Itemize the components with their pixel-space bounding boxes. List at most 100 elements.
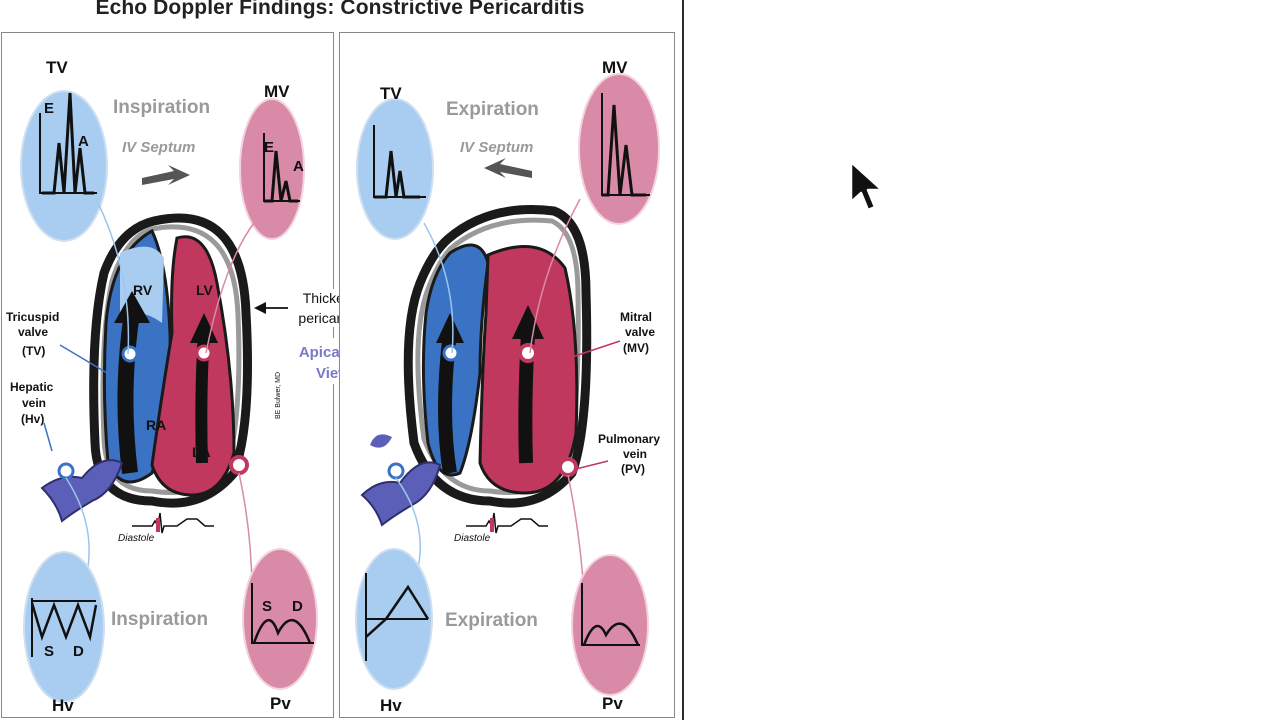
author-signature: BE Bulwer, MD (275, 372, 282, 419)
ecg-trace (466, 512, 548, 534)
phase-label-top: Inspiration (113, 97, 210, 118)
phase-label-top: Expiration (446, 99, 539, 120)
tricuspid-label-3: (TV) (22, 344, 45, 358)
pulmonary-label-1: Pulmonary (598, 432, 660, 446)
expiration-diagram: TV MV Expiration IV Septum (355, 58, 660, 715)
mv-e-a-waveform (264, 150, 298, 203)
mitral-label-3: (MV) (623, 341, 649, 355)
rv-inflow-arrowhead (436, 313, 464, 343)
mv-title: MV (602, 58, 628, 77)
tricuspid-valve-marker (121, 345, 139, 363)
septum-motion-arrow (484, 158, 532, 178)
tv-leader (97, 202, 130, 355)
tv-waveform (374, 150, 420, 199)
mv-title: MV (264, 82, 290, 101)
hv-waveform (30, 601, 98, 642)
arrowhead-left-icon (254, 302, 266, 314)
diastole-label: Diastole (454, 533, 491, 544)
inspiration-panel: E A TV E A MV Inspiration IV Septum (1, 32, 334, 718)
mv-leader (205, 222, 255, 354)
phase-label-bottom: Expiration (445, 610, 538, 631)
diastole-label: Diastole (118, 533, 155, 544)
tv-doppler-oval (356, 98, 434, 240)
mv-doppler-oval (578, 73, 660, 225)
septum-label: IV Septum (122, 139, 195, 156)
pv-waveform (252, 619, 312, 644)
diastole-marker (490, 518, 494, 532)
lv-label: LV (196, 282, 214, 298)
tricuspid-label-1: Tricuspid (6, 310, 59, 324)
lv-inflow-arrowhead (190, 313, 218, 343)
pv-waveform (582, 622, 640, 646)
pulmonary-leader (575, 460, 609, 470)
hepatic-label-2: vein (22, 396, 46, 410)
pv-s-label: S (262, 598, 272, 615)
tv-leader (423, 222, 454, 354)
hv-doppler-oval (23, 551, 105, 703)
ecg-trace (132, 512, 214, 534)
mv-doppler-oval (239, 98, 305, 240)
hepatic-label-1: Hepatic (10, 380, 54, 394)
hepatic-vein-branch (370, 434, 392, 448)
septum-label: IV Septum (460, 139, 533, 156)
mitral-valve-marker (195, 344, 213, 362)
mitral-label-2: valve (625, 325, 655, 339)
hv-title: Hv (380, 696, 402, 715)
hepatic-vein (360, 461, 442, 527)
inspiration-diagram: E A TV E A MV Inspiration IV Septum (6, 58, 318, 715)
arrow-pointer-icon (849, 160, 884, 212)
tv-a-label: A (78, 133, 89, 150)
pv-axes (251, 583, 314, 644)
pulmonary-vein-marker (558, 457, 578, 477)
tv-e-label: E (44, 100, 54, 117)
window-divider (682, 0, 684, 720)
hepatic-vein (40, 459, 124, 523)
hv-d-label: D (73, 643, 84, 660)
hepatic-label-3: (Hv) (21, 412, 44, 426)
rv-inflow-arrowhead (114, 291, 150, 323)
mv-e-label: E (264, 139, 274, 156)
tv-title: TV (380, 84, 402, 103)
rv-inflow-arrow (117, 311, 140, 474)
figure-title: Echo Doppler Findings: Constrictive Peri… (95, 0, 585, 19)
mv-a-label: A (293, 158, 304, 175)
pv-title: Pv (270, 694, 291, 713)
rv-label: RV (133, 282, 153, 298)
pulmonary-vein-marker (229, 455, 249, 475)
hv-waveform (365, 584, 430, 638)
lv-inflow-arrowhead (512, 305, 544, 339)
pulmonary-label-2: vein (623, 447, 647, 461)
hepatic-vein-marker (57, 462, 75, 480)
septum-motion-arrow (142, 165, 190, 185)
hv-s-label: S (44, 643, 54, 660)
hepatic-vein-marker (387, 462, 405, 480)
phase-label-bottom: Inspiration (111, 609, 208, 630)
tv-axes (39, 113, 97, 194)
pv-title: Pv (602, 694, 623, 713)
pv-leader (238, 472, 253, 594)
pv-doppler-oval (242, 548, 318, 690)
mitral-leader (553, 340, 621, 364)
left-heart (150, 235, 236, 497)
echo-doppler-figure: Echo Doppler Findings: Constrictive Peri… (1, 0, 675, 718)
expiration-panel: TV MV Expiration IV Septum (339, 32, 675, 718)
diastole-marker (156, 518, 160, 532)
tv-title: TV (46, 58, 68, 77)
tv-doppler-oval (20, 90, 108, 242)
mitral-label-1: Mitral (620, 310, 652, 324)
tricuspid-valve-marker (442, 344, 460, 362)
tricuspid-leader (59, 344, 108, 374)
pv-doppler-oval (571, 554, 649, 696)
la-label: LA (192, 444, 211, 460)
hepatic-leader (43, 422, 53, 452)
mitral-valve-marker (518, 343, 538, 363)
pv-axes (581, 583, 640, 646)
mv-leader (529, 198, 581, 354)
tv-e-a-waveform (42, 92, 94, 195)
hv-title: Hv (52, 696, 74, 715)
pv-leader (567, 474, 585, 594)
tricuspid-label-2: valve (18, 325, 48, 339)
pv-d-label: D (292, 598, 303, 615)
pulmonary-label-3: (PV) (621, 462, 645, 476)
mv-waveform (602, 104, 646, 197)
